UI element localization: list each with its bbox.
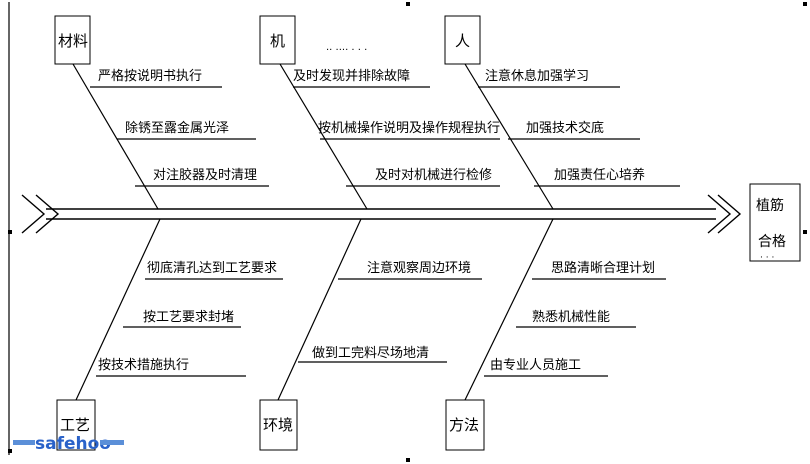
category-box-environment <box>259 399 298 451</box>
cause-label: 加强技术交底 <box>526 120 604 136</box>
effect-frame <box>749 183 801 262</box>
branch-machine: 机 .. .... . . . 及时发现并排除故障 按机械操作说明及操作规程执行… <box>259 15 500 210</box>
frame-marks <box>8 2 807 462</box>
cause-label: 做到工完料尽场地清 <box>312 346 429 361</box>
cause-label: 及时对机械进行检修 <box>375 168 492 183</box>
category-label-environment: 环境 <box>263 416 293 434</box>
category-box-people <box>444 15 481 65</box>
tail-chevron-inner <box>35 194 60 234</box>
branch-process: 彻底清孔达到工艺要求 按工艺要求封堵 按技术措施执行 工艺 <box>56 218 283 451</box>
cause-label: 思路清晰合理计划 <box>551 260 655 276</box>
stray-dots: .. .... . . . <box>326 42 367 53</box>
branch-people: 人 注意休息加强学习 加强技术交底 加强责任心培养 <box>444 15 680 210</box>
category-box-machine <box>259 15 296 65</box>
watermark-text: safehoo <box>35 434 111 454</box>
handle-mark <box>8 230 12 234</box>
cause-label: 按机械操作说明及操作规程执行 <box>318 120 500 136</box>
tail-chevron-outer <box>21 194 46 234</box>
cause-label: 注意休息加强学习 <box>485 68 589 84</box>
handle-mark <box>803 2 807 6</box>
bone-process <box>75 218 161 401</box>
handle-mark <box>406 2 410 6</box>
handle-mark <box>803 230 807 234</box>
cause-label: 由专业人员施工 <box>490 358 581 373</box>
category-box-material <box>54 15 91 65</box>
watermark-bar-left <box>13 440 35 445</box>
watermark-bar-right <box>100 440 124 445</box>
bone-method <box>464 218 554 401</box>
effect-box: 植筋 合格 · · · <box>749 183 801 263</box>
category-label-people: 人 <box>455 32 470 50</box>
cause-label: 对注胶器及时清理 <box>153 167 257 183</box>
cause-label: 及时发现并排除故障 <box>293 68 410 84</box>
cause-label: 严格按说明书执行 <box>98 68 202 84</box>
cause-label: 按工艺要求封堵 <box>143 310 234 325</box>
cause-label: 彻底清孔达到工艺要求 <box>147 260 277 276</box>
head-chevron-outer <box>707 194 732 234</box>
category-box-process <box>56 399 96 451</box>
watermark-logo: safehoo <box>13 434 124 454</box>
category-label-machine: 机 <box>270 32 285 50</box>
effect-dots: · · · <box>760 253 774 263</box>
bone-environment <box>277 218 362 401</box>
head-chevron-inner <box>717 194 742 234</box>
bone-people <box>464 63 554 210</box>
cause-label: 加强责任心培养 <box>554 167 645 183</box>
category-label-process: 工艺 <box>60 416 90 434</box>
branch-environment: 注意观察周边环境 做到工完料尽场地清 环境 <box>259 218 482 451</box>
category-label-material: 材料 <box>58 32 88 50</box>
category-box-method <box>445 399 485 451</box>
branch-method: 思路清晰合理计划 熟悉机械性能 由专业人员施工 方法 <box>445 218 666 451</box>
cause-label: 熟悉机械性能 <box>532 309 610 325</box>
bone-material <box>72 63 159 210</box>
handle-mark <box>406 458 410 462</box>
cause-label: 除锈至露金属光泽 <box>125 120 229 136</box>
effect-line-2: 合格 <box>758 234 786 250</box>
bone-machine <box>279 63 368 210</box>
handle-mark <box>8 449 12 453</box>
category-label-method: 方法 <box>449 416 479 434</box>
effect-line-1: 植筋 <box>756 197 784 214</box>
cause-label: 按技术措施执行 <box>98 358 189 373</box>
spine <box>21 194 742 234</box>
cause-label: 注意观察周边环境 <box>367 260 471 276</box>
branch-material: 材料 严格按说明书执行 除锈至露金属光泽 对注胶器及时清理 <box>54 15 269 210</box>
